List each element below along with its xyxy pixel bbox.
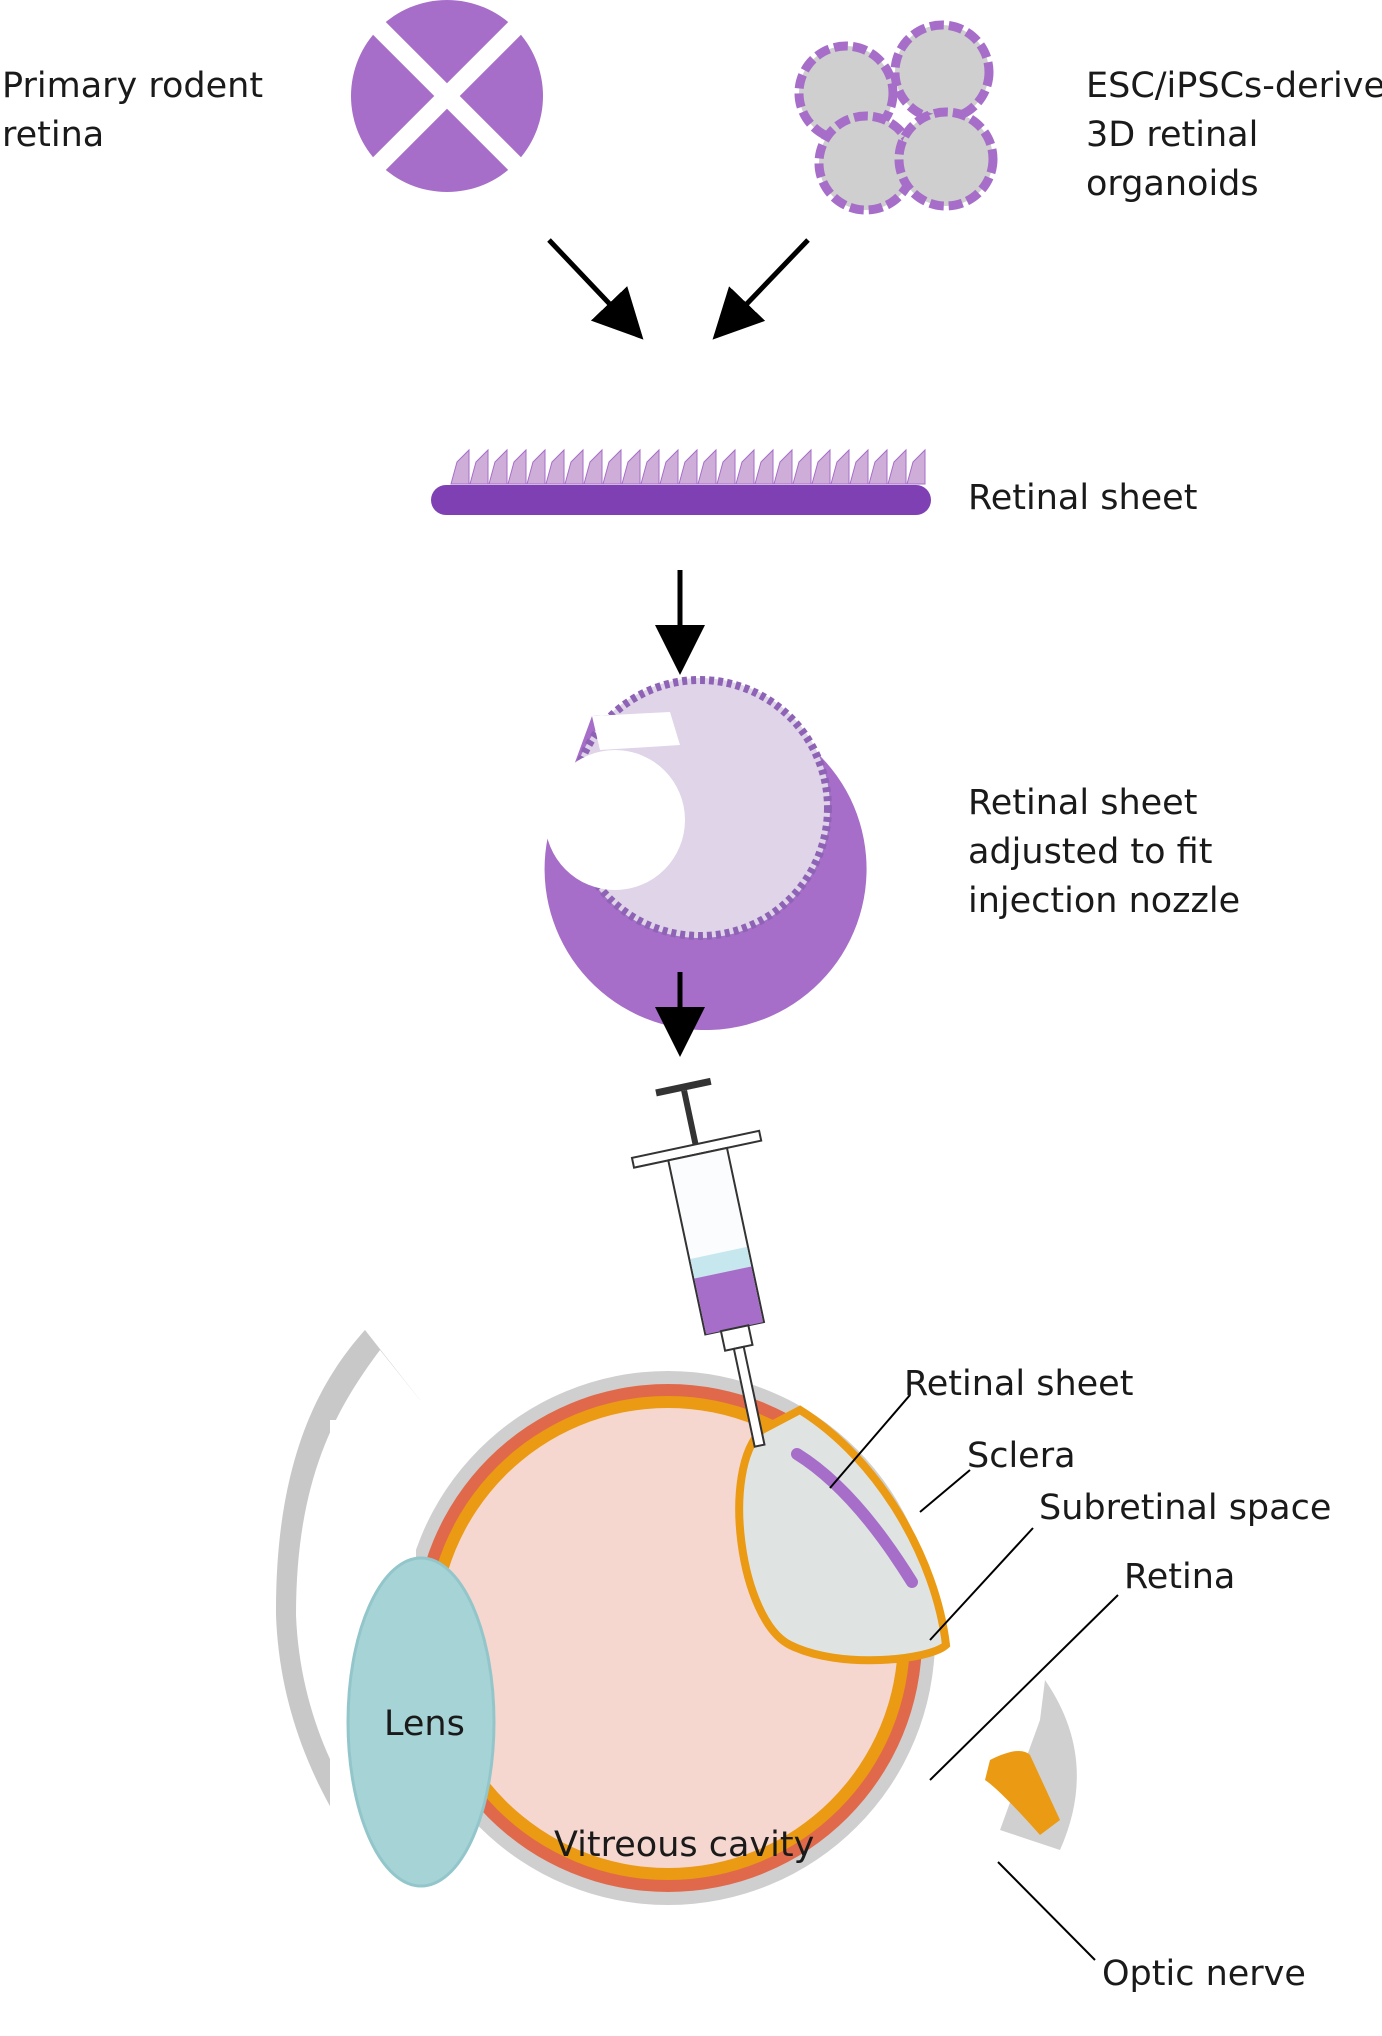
sheet-cell <box>659 448 679 485</box>
leader-lines <box>829 1394 1119 1961</box>
retina-label: Retina <box>1124 1557 1236 1597</box>
sheet-cell <box>564 448 584 485</box>
syringe-icon <box>630 1077 766 1448</box>
sheet-cell <box>469 448 489 485</box>
sheet-cell <box>906 448 926 485</box>
sheet-cell <box>735 448 755 485</box>
sheet-cell <box>754 448 774 485</box>
sheet-cell <box>792 448 812 485</box>
lens-label: Lens <box>384 1704 465 1744</box>
sheet-cell <box>830 448 850 485</box>
sheet-cell <box>868 448 888 485</box>
sheet-cell <box>849 448 869 485</box>
adjusted-sheet-label: Retinal sheet adjusted to fit injection … <box>968 783 1241 921</box>
sheet-cell <box>773 448 793 485</box>
optic-nerve-label: Optic nerve <box>1102 1954 1306 1994</box>
eye-cross-section-icon <box>275 1330 1077 1905</box>
eye-retinal-sheet-label: Retinal sheet <box>904 1364 1134 1404</box>
retinal-sheet-label: Retinal sheet <box>968 478 1198 518</box>
converging-arrows <box>547 238 810 340</box>
sheet-cell <box>716 448 736 485</box>
sheet-cell <box>583 448 603 485</box>
sheet-cell <box>640 448 660 485</box>
sheet-cell <box>678 448 698 485</box>
sheet-cell <box>602 448 622 485</box>
subretinal-space-label: Subretinal space <box>1039 1488 1332 1528</box>
sheet-cell <box>697 448 717 485</box>
sheet-cell <box>488 448 508 485</box>
retinal-sheet-icon <box>431 448 931 515</box>
sheet-cell <box>887 448 907 485</box>
sheet-cell <box>621 448 641 485</box>
organoids-label: ESC/iPSCs-derived 3D retinal organoids <box>1086 66 1382 204</box>
sheet-cell <box>811 448 831 485</box>
sheet-cell <box>526 448 546 485</box>
sclera-label: Sclera <box>967 1436 1076 1476</box>
rolled-sheet-icon <box>544 676 867 1031</box>
primary-retina-label: Primary rodent retina <box>2 66 264 155</box>
sheet-cell <box>450 448 470 485</box>
vitreous-cavity-label: Vitreous cavity <box>554 1825 815 1865</box>
sheet-cell <box>545 448 565 485</box>
sheet-cell <box>507 448 527 485</box>
retinal-organoids-icon <box>794 20 998 215</box>
rodent-retina-icon <box>351 0 543 192</box>
